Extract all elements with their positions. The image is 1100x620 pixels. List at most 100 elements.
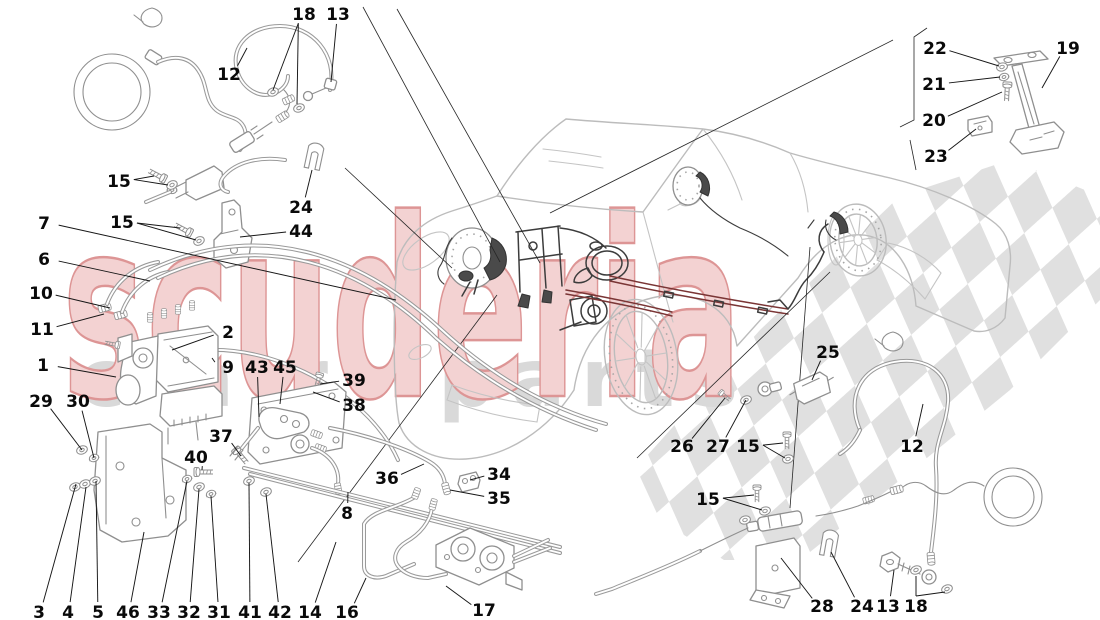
callout-18: 18 xyxy=(272,5,316,105)
callout-34: 34 xyxy=(469,465,511,485)
part-number-label: 28 xyxy=(810,597,834,617)
part-number-label: 20 xyxy=(922,111,946,131)
part-number-label: 12 xyxy=(217,65,241,85)
callout-11: 11 xyxy=(30,313,105,340)
leader-line xyxy=(762,444,786,459)
leader-line xyxy=(210,495,219,603)
leader-line xyxy=(691,397,726,439)
rear-sensor-hose-group xyxy=(594,331,1043,609)
rear-cable-tie xyxy=(874,331,904,352)
abs-sensor-cable xyxy=(437,237,453,285)
part-number-label: 23 xyxy=(924,147,948,167)
part-number-label: 35 xyxy=(487,489,511,509)
grille xyxy=(446,384,541,423)
leader-line xyxy=(237,47,248,67)
leader-line xyxy=(136,222,197,241)
cable-tie xyxy=(133,7,163,28)
callout-13: 13 xyxy=(876,569,900,617)
callout-43: 43 xyxy=(245,358,269,418)
tube-core xyxy=(513,539,549,557)
leader-line xyxy=(42,483,77,603)
leader-line xyxy=(58,224,397,301)
tube-core xyxy=(145,191,171,203)
front-caliper xyxy=(483,237,507,281)
leader-line xyxy=(469,475,485,481)
leader-line xyxy=(50,408,83,451)
brake-booster xyxy=(573,241,629,284)
callout-40: 40 xyxy=(184,448,208,471)
part-number-label: 10 xyxy=(29,284,53,304)
leader-line xyxy=(58,260,151,282)
part-number-label: 30 xyxy=(66,392,90,412)
leader-line xyxy=(948,128,977,151)
part-number-label: 18 xyxy=(292,5,316,25)
leader-line xyxy=(211,357,216,363)
part-number-label: 17 xyxy=(472,601,496,620)
callout-31: 31 xyxy=(207,495,231,620)
tube-core xyxy=(241,427,259,449)
leader-line xyxy=(239,231,287,238)
leader-line xyxy=(948,76,1001,84)
part-number-label: 19 xyxy=(1056,39,1080,59)
callout-15: 15 xyxy=(107,172,169,192)
leader-line xyxy=(949,50,1000,67)
part-number-label: 5 xyxy=(92,603,104,620)
part-number-label: 15 xyxy=(107,172,131,192)
callout-19: 19 xyxy=(1041,39,1080,89)
part-number-label: 40 xyxy=(184,448,208,468)
callout-42: 42 xyxy=(265,493,292,620)
callout-18: 18 xyxy=(904,576,946,617)
leader-line xyxy=(136,222,181,229)
leader-line xyxy=(811,360,821,381)
master-cylinder-group xyxy=(229,381,562,591)
callout-5: 5 xyxy=(92,480,104,620)
leader-line xyxy=(257,376,260,418)
abs-unit-group xyxy=(67,243,608,543)
part-number-label: 34 xyxy=(487,465,511,485)
part-number-label: 31 xyxy=(207,603,231,620)
callout-26: 26 xyxy=(670,397,726,457)
part-number-label: 32 xyxy=(177,603,201,620)
leader-line xyxy=(265,493,279,603)
callout-4: 4 xyxy=(62,486,87,620)
callout-21: 21 xyxy=(922,75,1001,95)
part-number-label: 18 xyxy=(904,597,928,617)
callout-15: 15 xyxy=(696,490,763,511)
leader-line xyxy=(133,175,155,181)
callout-29: 29 xyxy=(29,392,83,451)
leader-line xyxy=(231,442,242,457)
part-number-label: 16 xyxy=(335,603,359,620)
bolt-40 xyxy=(193,467,214,477)
side-intake xyxy=(876,242,942,300)
leader-line xyxy=(915,403,924,437)
construction-lines xyxy=(297,6,928,563)
part-number-label: 24 xyxy=(850,597,874,617)
wheel-spokes-0 xyxy=(614,311,668,403)
leader-line xyxy=(330,23,337,83)
front-brake-hose xyxy=(233,23,334,97)
leader-line xyxy=(762,442,784,446)
tube-core xyxy=(243,467,561,548)
callout-27: 27 xyxy=(706,399,747,457)
leader-line xyxy=(55,294,111,309)
callout-24: 24 xyxy=(830,551,874,617)
rear-brake-hose-12-core xyxy=(853,359,949,553)
leader-line xyxy=(56,313,105,328)
leader-line xyxy=(130,531,145,603)
callout-6: 6 xyxy=(38,250,151,282)
callout-10: 10 xyxy=(29,284,111,309)
part-number-label: 37 xyxy=(209,427,233,447)
leader-line xyxy=(57,366,117,378)
bracket-19-group xyxy=(967,50,1065,155)
callout-12: 12 xyxy=(900,403,924,457)
headlight xyxy=(402,231,450,271)
front-sensor-hose-group xyxy=(73,7,338,269)
junction-block-17 xyxy=(435,527,552,591)
part-number-label: 25 xyxy=(816,343,840,363)
callout-20: 20 xyxy=(922,91,1003,131)
part-number-label: 15 xyxy=(110,213,134,233)
part-number-label: 13 xyxy=(876,597,900,617)
leader-line xyxy=(400,463,425,475)
leader-line xyxy=(171,334,214,351)
